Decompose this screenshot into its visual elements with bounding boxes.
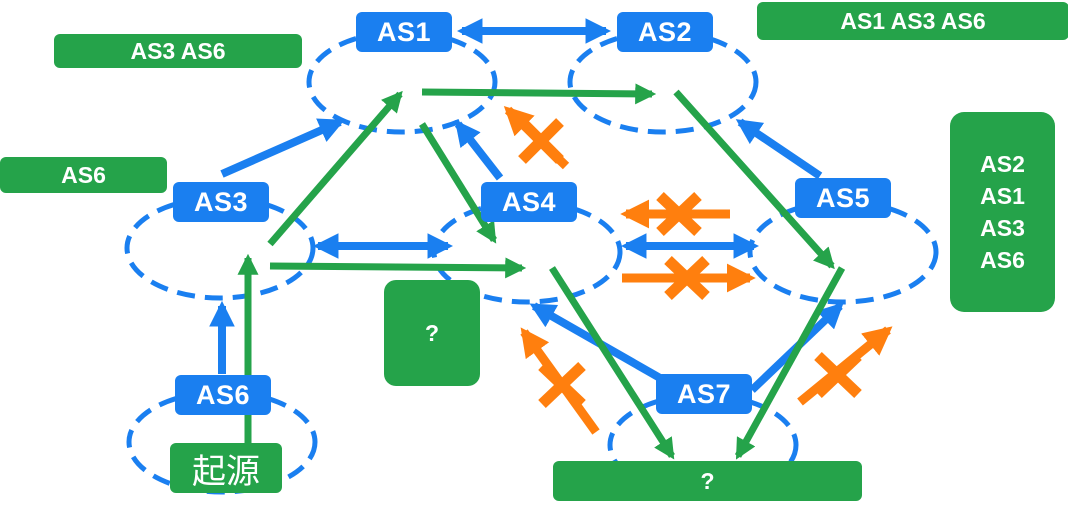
as2-label: AS2	[617, 12, 713, 52]
block-x-icon	[814, 352, 862, 398]
origin-label: 起源	[170, 443, 282, 493]
as3-label: AS3	[173, 182, 269, 222]
as7-path-box: ?	[553, 461, 862, 501]
block-x-icon	[664, 256, 710, 300]
as5-path-box: AS2 AS1 AS3 AS6	[950, 112, 1055, 312]
link-as3-as1	[220, 118, 345, 178]
as4-path-box: ?	[384, 280, 480, 386]
as5-path-hop: AS6	[980, 247, 1025, 273]
as1-path-box: AS3 AS6	[54, 34, 302, 68]
as3-path-box: AS6	[0, 157, 167, 193]
as1-label: AS1	[356, 12, 452, 52]
as5-path-hop: AS2	[980, 151, 1025, 177]
advert-as1-to-as4	[419, 122, 497, 244]
advert-as5-to-as7	[734, 266, 846, 460]
as5-path-hop: AS1	[980, 183, 1025, 209]
advert-as3-to-as1	[267, 90, 403, 247]
advert-as2-to-as5	[673, 89, 835, 270]
advert-as3-to-as4	[269, 257, 527, 279]
block-x-icon	[538, 362, 586, 408]
advert-as4-to-as7	[549, 266, 675, 460]
link-as5-as2	[735, 118, 823, 180]
as4-label: AS4	[481, 182, 577, 222]
link-as4-as1	[454, 119, 504, 181]
block-x-icon	[656, 192, 702, 236]
as2-path-box: AS1 AS3 AS6	[757, 2, 1068, 40]
as6-label: AS6	[175, 375, 271, 415]
as7-label: AS7	[656, 374, 752, 414]
block-x-icon	[518, 118, 564, 164]
advert-as1-to-as2	[421, 83, 657, 105]
as5-label: AS5	[795, 178, 891, 218]
as5-path-hop: AS3	[980, 215, 1025, 241]
